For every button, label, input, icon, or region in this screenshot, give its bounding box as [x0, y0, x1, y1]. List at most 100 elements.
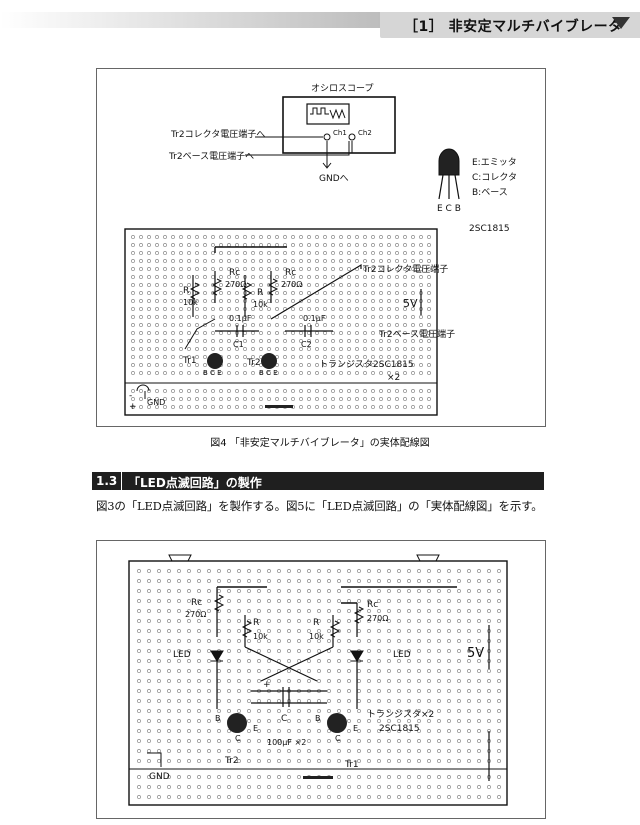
breadboard-hole: [323, 355, 327, 359]
breadboard-hole: [251, 371, 255, 375]
breadboard-hole: [155, 235, 159, 239]
breadboard-hole: [267, 649, 271, 653]
breadboard-hole: [171, 275, 175, 279]
breadboard-hole: [467, 739, 471, 743]
breadboard-hole: [407, 759, 411, 763]
breadboard-hole: [131, 405, 135, 409]
breadboard-hole: [247, 785, 251, 789]
breadboard-hole: [167, 569, 171, 573]
breadboard-hole: [411, 307, 415, 311]
breadboard-hole: [275, 251, 279, 255]
breadboard-hole: [227, 323, 231, 327]
breadboard-hole: [217, 785, 221, 789]
breadboard-hole: [137, 659, 141, 663]
breadboard-hole: [371, 251, 375, 255]
breadboard-hole: [187, 389, 191, 393]
breadboard-hole: [251, 339, 255, 343]
breadboard-hole: [427, 669, 431, 673]
breadboard-hole: [259, 371, 263, 375]
breadboard-hole: [177, 579, 181, 583]
breadboard-hole: [403, 339, 407, 343]
breadboard-hole: [317, 619, 321, 623]
breadboard-hole: [487, 709, 491, 713]
breadboard-hole: [155, 347, 159, 351]
breadboard-hole: [177, 795, 181, 799]
breadboard-hole: [217, 739, 221, 743]
r2-label: R: [257, 288, 263, 298]
breadboard-hole: [387, 315, 391, 319]
breadboard-hole: [131, 331, 135, 335]
breadboard-hole: [337, 739, 341, 743]
breadboard-hole: [371, 235, 375, 239]
breadboard-hole: [363, 355, 367, 359]
breadboard-hole: [197, 649, 201, 653]
breadboard-hole: [203, 291, 207, 295]
breadboard-hole: [157, 699, 161, 703]
breadboard-hole: [259, 275, 263, 279]
r1-value: 10k: [183, 298, 198, 307]
breadboard-hole: [327, 795, 331, 799]
breadboard-hole: [171, 339, 175, 343]
breadboard-hole: [363, 291, 367, 295]
breadboard-hole: [227, 251, 231, 255]
r-leads: [244, 615, 334, 647]
breadboard-hole: [167, 669, 171, 673]
breadboard-hole: [497, 719, 501, 723]
breadboard-hole: [477, 569, 481, 573]
breadboard-hole: [197, 589, 201, 593]
breadboard-hole: [291, 299, 295, 303]
breadboard-hole: [387, 639, 391, 643]
breadboard-hole: [137, 795, 141, 799]
breadboard-hole: [147, 719, 151, 723]
breadboard-hole: [235, 355, 239, 359]
breadboard-hole: [137, 639, 141, 643]
breadboard-hole: [377, 649, 381, 653]
breadboard-hole: [203, 315, 207, 319]
breadboard-hole: [317, 579, 321, 583]
chapter-title: ［1］ 非安定マルチバイブレータ: [404, 19, 623, 35]
gnd-lead: [147, 752, 162, 767]
breadboard-hole: [403, 307, 407, 311]
breadboard-hole: [377, 785, 381, 789]
breadboard-hole: [257, 619, 261, 623]
breadboard-hole: [387, 569, 391, 573]
breadboard-hole: [367, 679, 371, 683]
breadboard-hole: [277, 649, 281, 653]
breadboard-hole: [347, 397, 351, 401]
breadboard-hole: [237, 579, 241, 583]
breadboard-hole: [363, 275, 367, 279]
breadboard-hole: [243, 389, 247, 393]
breadboard-hole: [197, 719, 201, 723]
breadboard-hole: [407, 619, 411, 623]
breadboard-hole: [147, 347, 151, 351]
breadboard-hole: [227, 629, 231, 633]
breadboard-hole: [211, 267, 215, 271]
breadboard-hole: [171, 323, 175, 327]
breadboard-hole: [347, 759, 351, 763]
breadboard-hole: [347, 235, 351, 239]
breadboard-hole: [395, 315, 399, 319]
section-number: 1.3: [96, 474, 118, 488]
breadboard-hole: [323, 323, 327, 327]
breadboard-hole: [283, 267, 287, 271]
breadboard-hole: [187, 267, 191, 271]
breadboard-hole: [371, 347, 375, 351]
breadboard-hole: [427, 739, 431, 743]
breadboard-hole: [179, 363, 183, 367]
breadboard-hole: [379, 243, 383, 247]
breadboard-hole: [137, 729, 141, 733]
breadboard-hole: [257, 775, 261, 779]
breadboard-hole: [395, 347, 399, 351]
breadboard-hole: [327, 739, 331, 743]
breadboard-hole: [167, 649, 171, 653]
breadboard-hole: [487, 719, 491, 723]
breadboard-hole: [211, 259, 215, 263]
breadboard-hole: [171, 397, 175, 401]
breadboard-hole: [259, 389, 263, 393]
breadboard-hole: [407, 709, 411, 713]
breadboard-hole: [357, 795, 361, 799]
breadboard-hole: [187, 355, 191, 359]
breadboard-hole: [203, 283, 207, 287]
breadboard-hole: [267, 323, 271, 327]
breadboard-hole: [307, 355, 311, 359]
